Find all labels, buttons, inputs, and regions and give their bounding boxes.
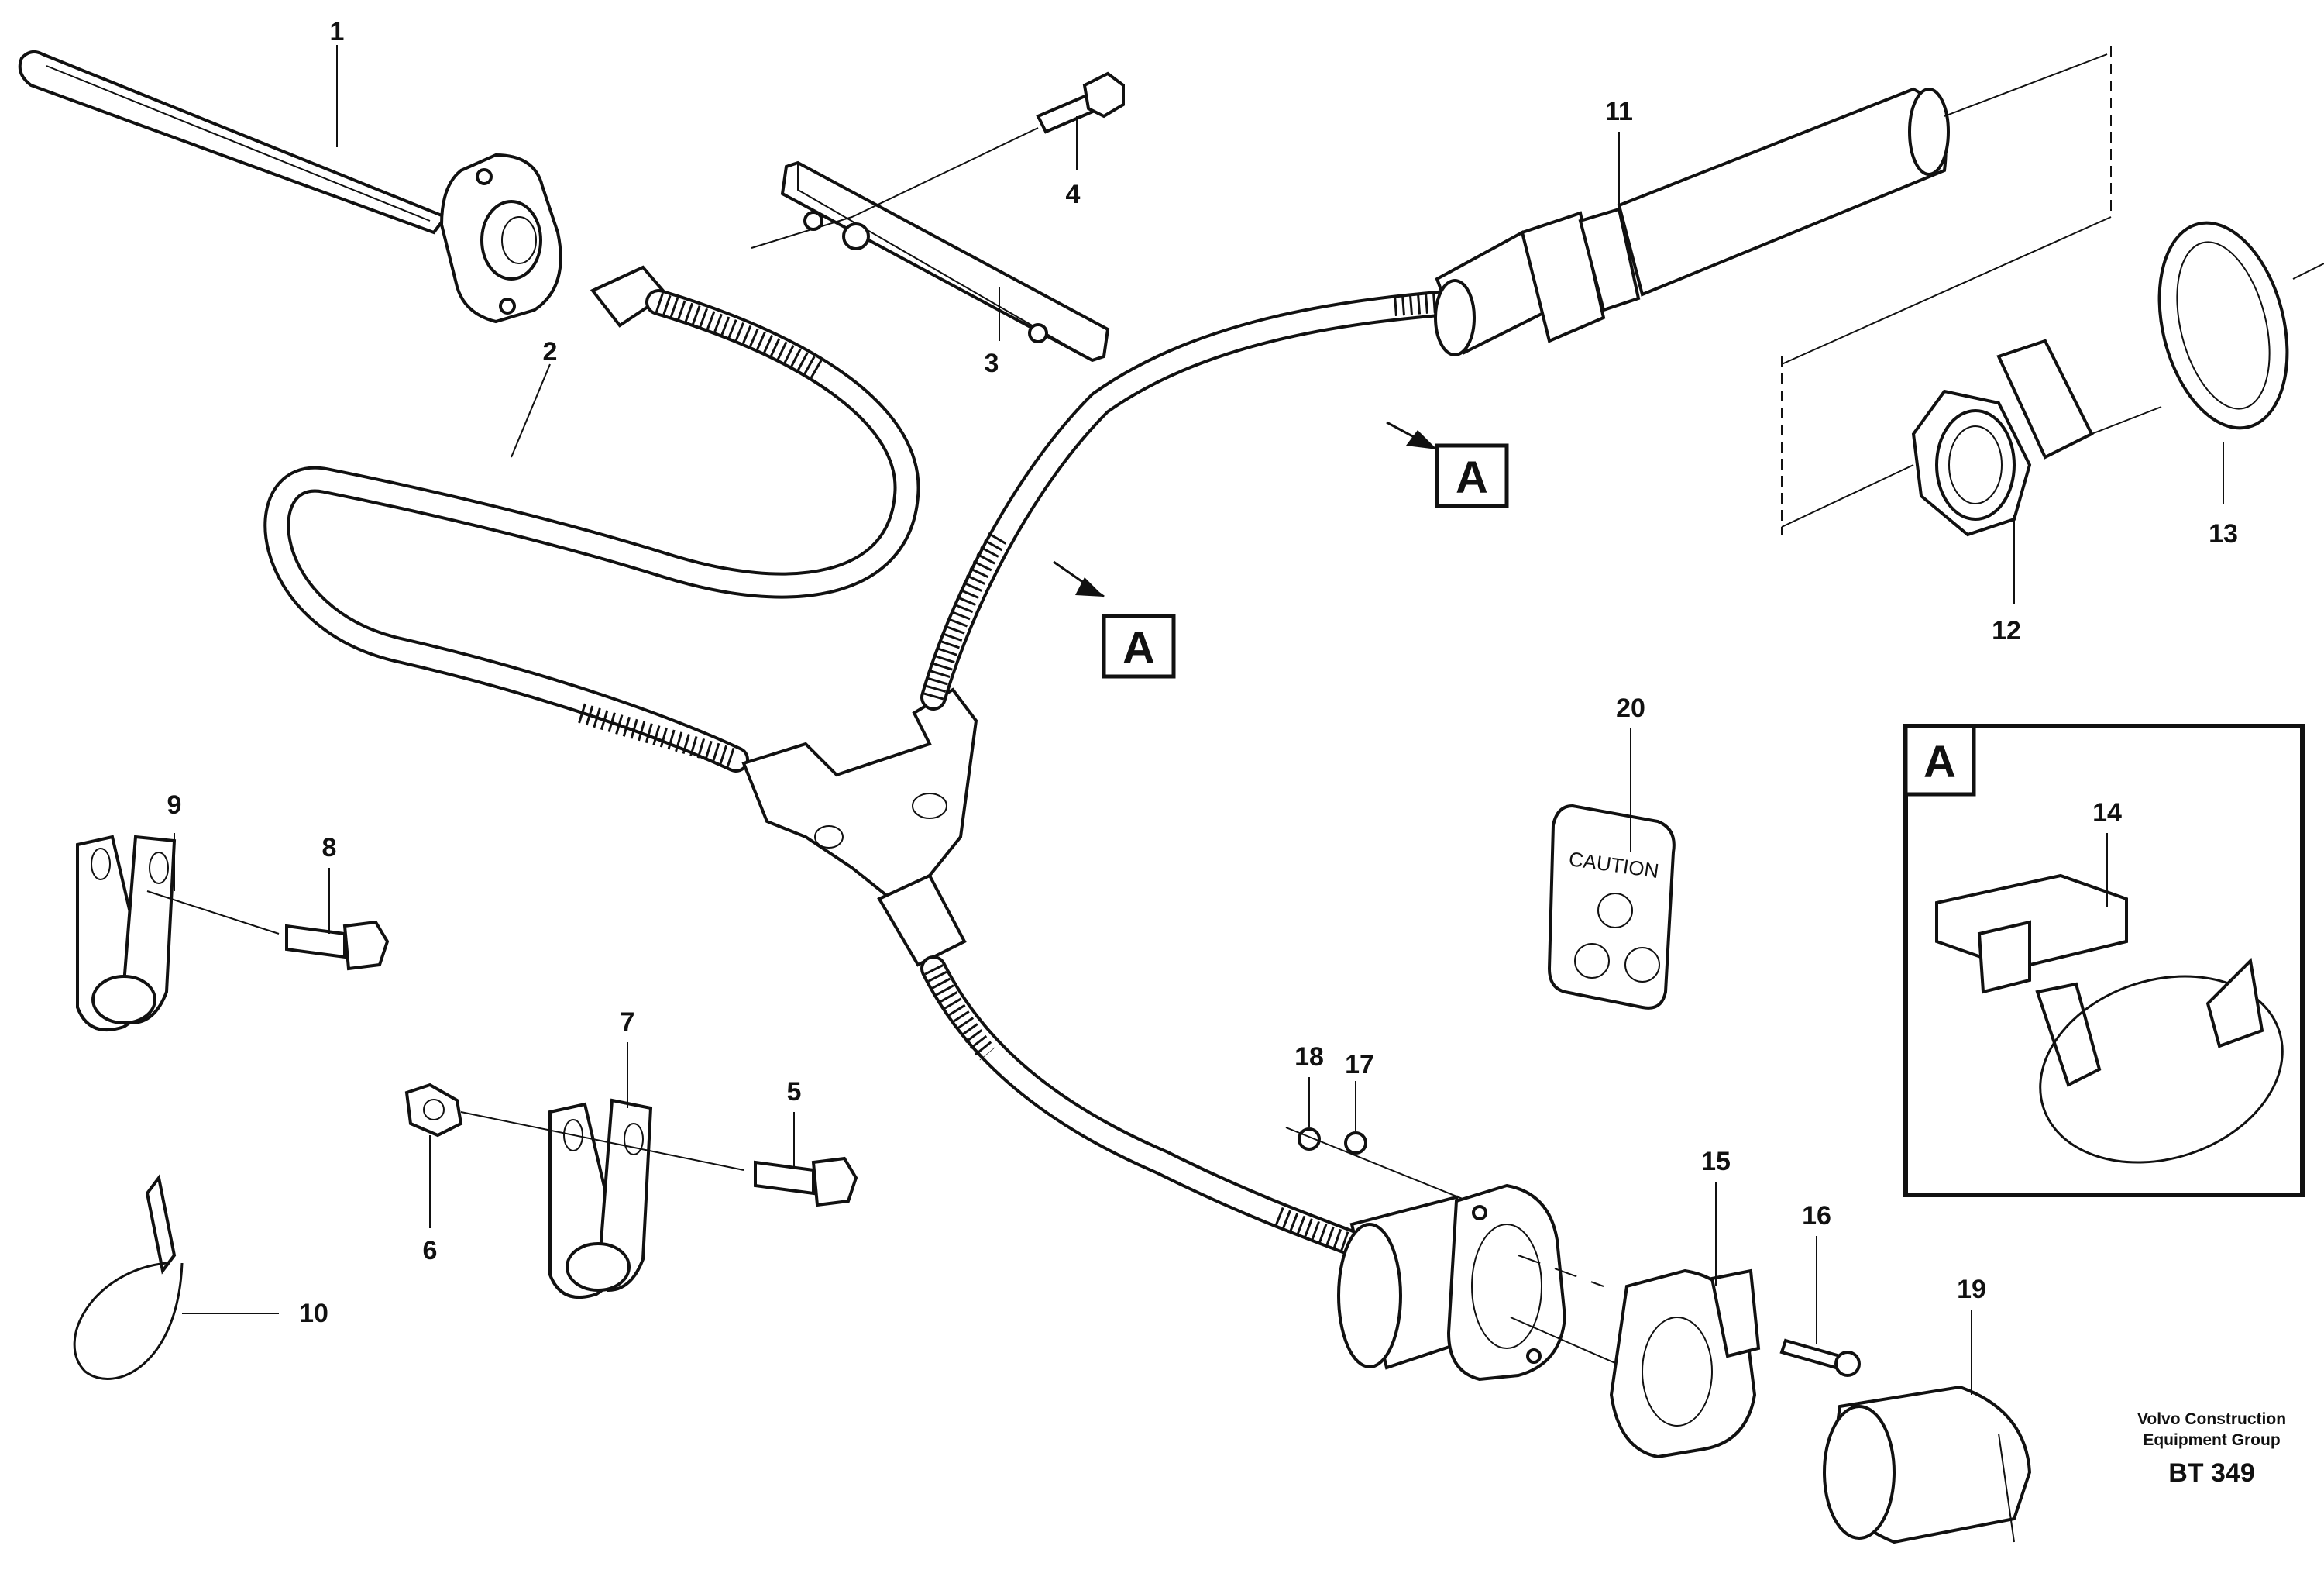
clip-part-14 <box>1935 873 2284 1164</box>
detail-ref-a-upper: A <box>1456 453 1488 503</box>
callout-13: 13 <box>2209 519 2238 549</box>
caution-decal-part-20 <box>1547 804 1676 1010</box>
clamp-part-9 <box>76 835 177 1032</box>
callout-11: 11 <box>1605 97 1633 126</box>
callout-19: 19 <box>1957 1275 1986 1304</box>
callout-8: 8 <box>322 833 337 862</box>
adapter-part-12 <box>1911 339 2162 537</box>
callout-2: 2 <box>543 337 558 367</box>
callout-18: 18 <box>1294 1042 1324 1072</box>
callout-16: 16 <box>1802 1201 1831 1231</box>
washer-part-17 <box>1344 1131 1367 1155</box>
detail-inset-a <box>1903 724 2305 1197</box>
cable-tie-part-10 <box>73 1174 184 1380</box>
detail-inset-label: A <box>1923 737 1956 787</box>
cover-part-15 <box>1609 1268 1761 1459</box>
callout-labels: 1 2 3 4 11 12 13 9 8 7 5 6 10 14 15 16 1… <box>167 17 2238 1328</box>
callout-1: 1 <box>330 17 345 46</box>
callout-12: 12 <box>1992 616 2021 645</box>
clamp-part-7 <box>548 1098 653 1299</box>
footer-line-1: Volvo Construction <box>2137 1410 2286 1428</box>
callout-9: 9 <box>167 790 182 820</box>
socket-housing <box>1337 1183 1567 1382</box>
screw-part-16 <box>1779 1338 1861 1377</box>
callout-10: 10 <box>299 1299 328 1328</box>
bracket-part-3 <box>780 160 1110 363</box>
footer-line-2: Equipment Group <box>2143 1431 2280 1449</box>
y-connector <box>741 687 978 967</box>
gasket-part-13 <box>2157 221 2289 430</box>
cap-part-19 <box>1823 1385 2032 1544</box>
callout-7: 7 <box>621 1007 635 1037</box>
hose-to-socket-15 <box>920 955 1377 1261</box>
heater-element-part-1 <box>18 50 562 324</box>
callout-15: 15 <box>1701 1147 1731 1176</box>
callout-17: 17 <box>1345 1050 1374 1079</box>
callout-6: 6 <box>423 1236 438 1265</box>
callout-20: 20 <box>1616 694 1645 723</box>
hose-part-2 <box>263 265 920 773</box>
callout-14: 14 <box>2092 798 2122 828</box>
connector-part-11 <box>1434 53 2108 356</box>
callout-4: 4 <box>1066 180 1081 209</box>
nut-part-6 <box>404 1083 463 1138</box>
figure-id: BT 349 <box>2168 1458 2255 1488</box>
detail-ref-a-lower: A <box>1122 623 1155 673</box>
leader-lines <box>174 45 2224 1395</box>
bolt-part-8 <box>285 920 390 971</box>
callout-5: 5 <box>787 1077 802 1107</box>
callout-3: 3 <box>985 349 999 378</box>
bolt-part-5 <box>754 1156 858 1207</box>
bolt-part-4 <box>1036 71 1125 134</box>
